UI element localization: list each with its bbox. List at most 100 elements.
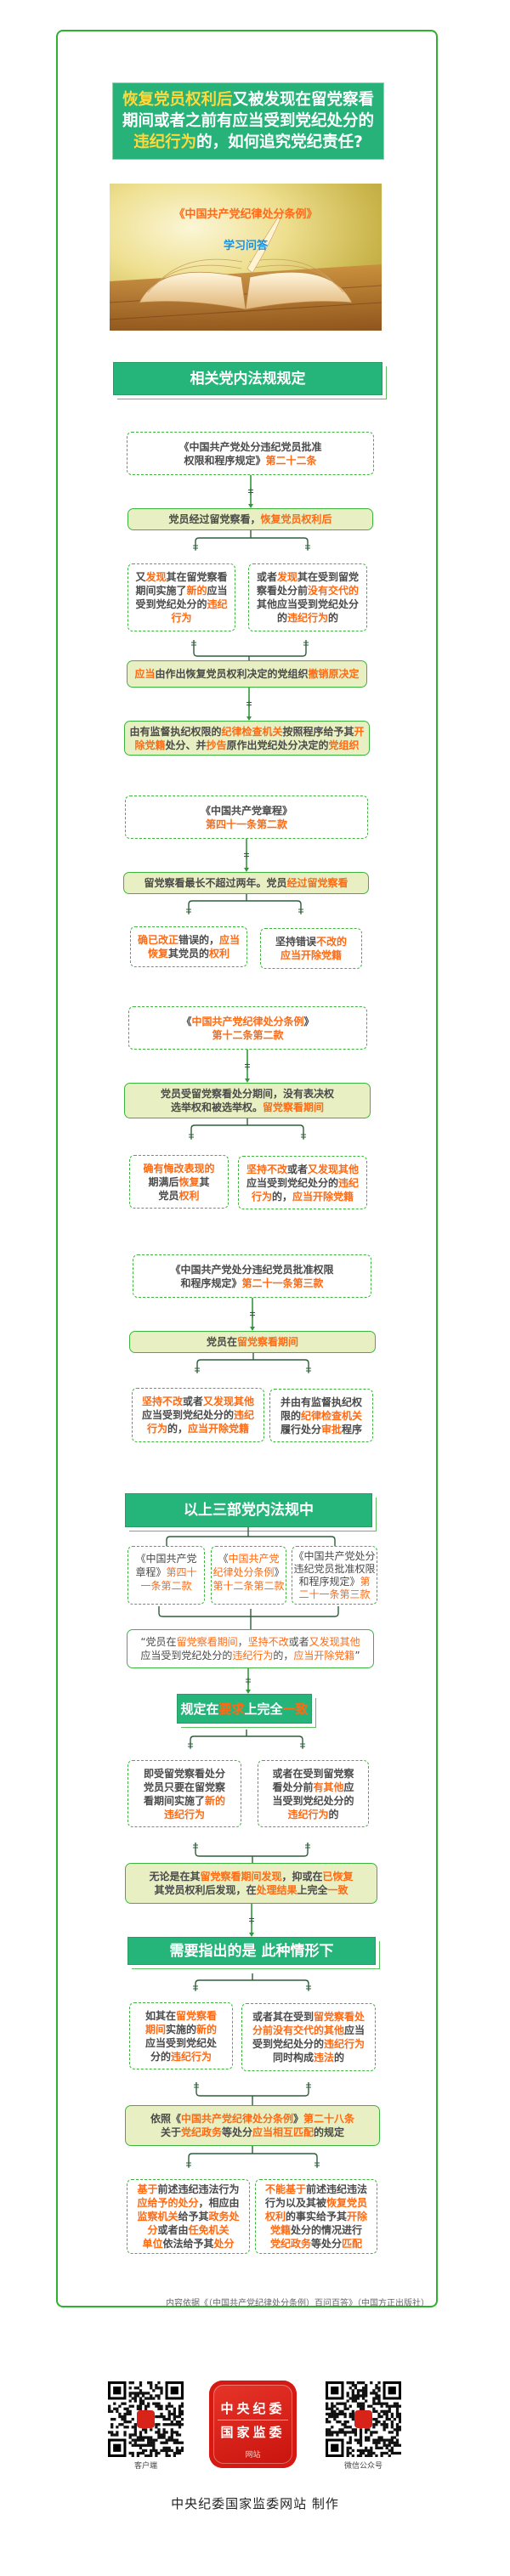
highlighted-text: 恢复党员权利后 [122, 91, 233, 109]
text-line: 分的违纪行为 [150, 2050, 212, 2064]
highlighted-text: 抄告 [206, 739, 227, 751]
text: 或者其在受到 [252, 2011, 314, 2023]
highlighted-text: 一致 [327, 1884, 348, 1896]
text: 关于 [160, 2126, 181, 2138]
highlighted-text: 新的 [196, 2023, 218, 2035]
text-line: 《中国共产党 [218, 1552, 279, 1565]
highlighted-text: 坚持不改 [141, 1396, 183, 1407]
highlighted-text: 违纪 [338, 1176, 360, 1189]
text: 由作出恢复党员权利决定的党组织 [155, 668, 309, 680]
summary-quote-box: “党员在留党察看期间，坚持不改或者又发现其他应当受到党纪处分的违纪行为的，应当开… [127, 1629, 374, 1668]
text-line: 坚持不改或者又发现其他 [246, 1163, 359, 1176]
highlighted-text: 确有悔改表现的 [143, 1162, 215, 1175]
qr-code-client[interactable] [108, 2381, 184, 2457]
s1-condition-box: 党员经过留党察看，恢复党员权利后 [128, 508, 373, 530]
text: 期满后 [148, 1175, 179, 1188]
highlighted-text: 分 [147, 2224, 158, 2236]
text: 受到党纪处分的 [252, 2038, 324, 2050]
highlighted-text: 处理结果 [256, 1884, 298, 1896]
text: 《中国共产党处分违纪党员批准 [178, 440, 322, 453]
highlighted-text: 二十一条第三款 [298, 1588, 371, 1600]
highlighted-text: 纪律处分条例 [212, 1566, 275, 1578]
text-line: 当受到党纪处分的 [272, 1794, 354, 1808]
highlighted-text: 发现 [276, 571, 298, 583]
text-line: 看处分前有其他应 [272, 1781, 354, 1794]
summary-right-box: 或者在受到留党察看处分前有其他应当受到党纪处分的违纪行为的 [258, 1760, 369, 1827]
text: 的事实给予其 [285, 2211, 347, 2222]
highlighted-text: 没有交代的 [308, 585, 360, 597]
s2-condition-box: 留党察看最长不超过两年。党员经过留党察看 [123, 872, 369, 894]
s1-left-box: 又发现其在留党察看期间实施了新的应当受到党纪处分的违纪行为 [128, 563, 235, 631]
text-line: 并由有监督执纪权 [280, 1396, 362, 1409]
highlighted-text: 任免机关 [188, 2224, 230, 2236]
text-line: 确已改正错误的，应当 [138, 933, 240, 947]
section-header-related-regulations: 相关党内法规规定 [113, 362, 382, 395]
text: 给予其 [178, 2211, 209, 2222]
highlighted-text: 分前没有交代的其他 [252, 2024, 344, 2036]
text-line: 权利的事实给予其开除 [265, 2210, 367, 2223]
s1-right-box: 或者发现其在受到留党察看处分前没有交代的其他应当受到党纪处分的违纪行为的 [248, 563, 367, 631]
highlighted-text: 又发现其他 [308, 1163, 360, 1175]
text: 行为以及其被 [264, 2197, 326, 2209]
text: 限的 [280, 1409, 301, 1422]
highlighted-text: 要求 [218, 1701, 245, 1717]
text: 或者 [288, 1636, 309, 1648]
content-frame [56, 30, 438, 2307]
text-line: 党员在留党察看期间 [207, 1335, 298, 1349]
text-line: 依照《中国共产党纪律处分条例》第二十八条 [150, 2112, 354, 2126]
note-left-box: 如其在留党察看期间实施的新的应当受到党纪处分的违纪行为 [129, 2002, 233, 2069]
highlighted-text: 党纪政务 [269, 2238, 311, 2250]
highlighted-text: 应给予的处分 [137, 2197, 199, 2209]
text-line: 期间或者之前有应当受到党纪处分的 [122, 110, 374, 132]
highlighted-text: 纪律检查机关 [301, 1409, 363, 1422]
s4-right-box: 并由有监督执纪权限的纪律检查机关履行处分审批程序 [269, 1389, 373, 1442]
text-line: 坚持错误不改的 [275, 935, 347, 948]
s3-source-box: 《中国共产党纪律处分条例》第十二条第二款 [128, 1006, 367, 1050]
source-note: 内容依据《（中国共产党纪律处分条例）百问百答》（中国方正出版社） [166, 2299, 429, 2308]
text: 《 [218, 1553, 229, 1565]
text: 按照程序给予其 [282, 725, 354, 738]
s2-left-box: 确已改正错误的，应当恢复其党员的权利 [130, 926, 247, 967]
highlighted-text: 党纪政务 [180, 2126, 222, 2138]
text: 应当受到党纪处分的 [246, 1176, 338, 1189]
highlighted-text: 违纪 [234, 1409, 255, 1421]
highlighted-text: 开 [354, 725, 365, 738]
text-line: 《中国共产党处分违纪党员批准 [178, 440, 321, 454]
text: 实施的 [165, 2023, 196, 2035]
highlighted-text: 中国共产党纪律处分条例 [180, 2113, 293, 2125]
qr-wechat-label: 微信公众号 [343, 2462, 382, 2471]
text-line: 党员只要在留党察 [144, 1781, 225, 1794]
highlighted-text: 不改的 [316, 936, 348, 948]
text: 违纪党员批准权限 [293, 1563, 376, 1575]
text-line: 和程序规定》第二十一条第三款 [180, 1277, 323, 1290]
text-line: 不能基于前述违纪违法 [265, 2183, 367, 2196]
text-line: 党纪政务等处分匹配 [270, 2237, 362, 2250]
text-line: 其他应当受到党纪处分 [257, 597, 359, 611]
highlighted-text: 应当开除党籍 [293, 1650, 355, 1662]
text: 的， [271, 1190, 292, 1203]
qr-code-wechat[interactable] [326, 2381, 401, 2457]
logo-line1: 中央纪委 [220, 2401, 286, 2416]
text-line: 选举权和被选举权。留党察看期间 [171, 1101, 324, 1114]
text: 》 [293, 2113, 304, 2125]
highlighted-text: 撤销原决定 [308, 668, 360, 680]
text: 上完全 [244, 1701, 283, 1717]
highlighted-text: 处分 [213, 2238, 235, 2250]
text-line: 权限和程序规定》第二十二条 [184, 454, 316, 467]
s3-right-box: 坚持不改或者又发现其他应当受到党纪处分的违纪行为的，应当开除党籍 [238, 1156, 367, 1209]
text-line: 章程》第四十 [135, 1565, 196, 1579]
text: 处分、并 [165, 739, 207, 751]
text: 党员 [158, 1189, 179, 1202]
text-line: 《中国共产党处分违纪党员批准权限 [170, 1263, 333, 1277]
highlighted-text: 留党察看期间 [263, 1101, 325, 1113]
text: 分的 [150, 2050, 171, 2063]
highlighted-text: 第十二条第二款 [212, 1028, 284, 1041]
text: 党员受留党察看处分期间，没有表决权 [160, 1088, 334, 1100]
text-line: 违纪党员批准权限 [293, 1563, 375, 1576]
page-title: 恢复党员权利后又被发现在留党察看期间或者之前有应当受到党纪处分的违纪行为的，如何… [112, 82, 384, 160]
highlighted-text: 不能基于 [264, 2183, 306, 2195]
note-right-box: 或者其在受到留党察看处分前没有交代的其他应当受到党纪处分的违纪行为同时构成违法的 [241, 2003, 376, 2071]
text-line: 《中国共产党纪律处分条例》 [181, 1015, 314, 1028]
highlighted-text: 第 [360, 1576, 371, 1588]
text: 《中国共产党 [135, 1553, 197, 1565]
